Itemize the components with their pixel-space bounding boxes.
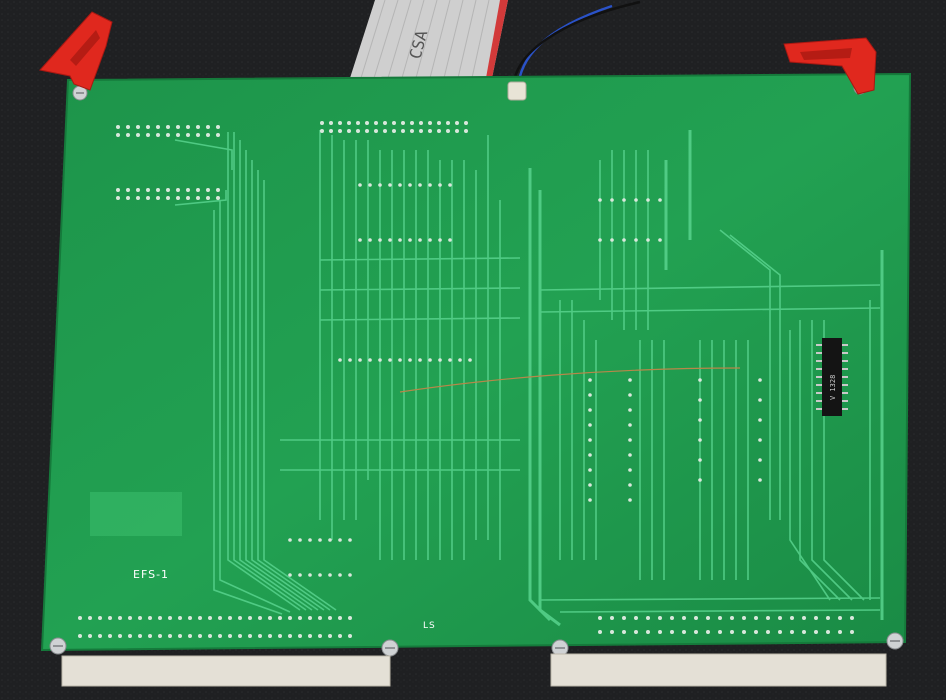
bodge-wire [399, 367, 741, 393]
header-pads-top-center [320, 121, 468, 133]
edge-connectors [61, 653, 887, 687]
screw-icon [886, 632, 904, 650]
label-patch [90, 492, 182, 536]
ejector-left [39, 11, 113, 91]
wire-connector [507, 81, 527, 101]
ribbon-cable: CSA [350, 0, 508, 79]
bottom-label: LS [423, 621, 436, 631]
edge-connector-pads-right [598, 616, 854, 634]
edge-connector-right [550, 653, 887, 687]
screw-icon [551, 639, 569, 657]
ejector-right [783, 37, 877, 95]
edge-connector-left [61, 655, 391, 687]
ic-footprints [288, 183, 762, 577]
screw-icon [381, 639, 399, 657]
board-label: EFS-1 [133, 568, 169, 581]
edge-connector-pads-left [78, 616, 352, 638]
screw-icon [49, 637, 67, 655]
header-pads-top-left [116, 125, 220, 200]
ic-chip: V 1328 [816, 338, 848, 416]
ejector-handles [39, 11, 877, 95]
chip-marking: V 1328 [829, 375, 837, 400]
pad-rows [78, 121, 854, 638]
